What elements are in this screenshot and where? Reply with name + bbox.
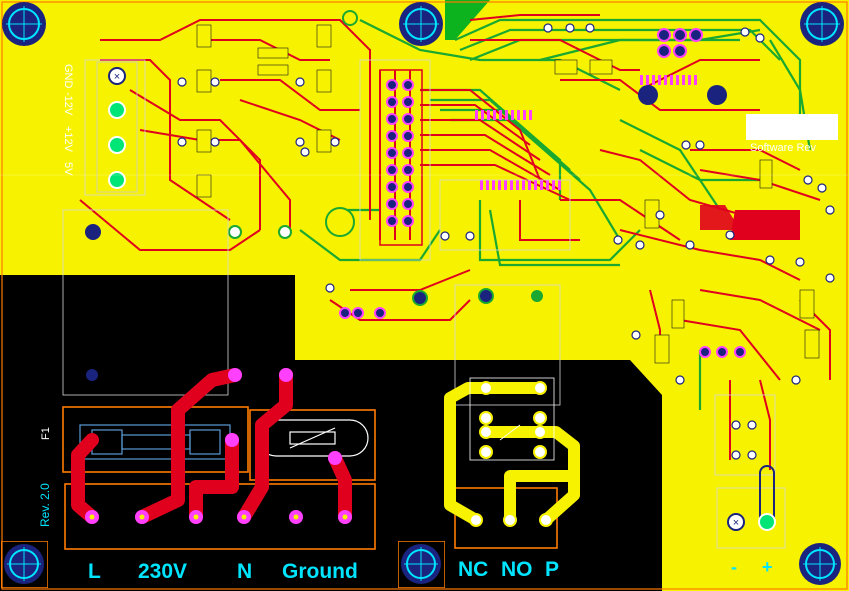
svg-text:×: × xyxy=(733,517,739,529)
vias xyxy=(177,23,835,460)
ic-pins xyxy=(475,75,697,190)
mains-pad-holes xyxy=(89,514,348,520)
software-rev-box xyxy=(746,114,838,140)
relay-pads xyxy=(469,381,553,527)
through-hole-pads xyxy=(85,10,746,358)
label-p: P xyxy=(545,558,560,581)
label-ground: Ground xyxy=(282,560,358,583)
relay-outline xyxy=(469,377,555,461)
terminal-block-supply: × xyxy=(96,61,138,193)
mounting-hole-bottom-right xyxy=(797,541,844,588)
mounting-hole-icon xyxy=(399,2,443,46)
label-230v: 230V xyxy=(138,560,188,583)
mounting-hole-icon xyxy=(398,541,445,588)
relay-traces xyxy=(444,382,580,526)
mounting-hole-icon xyxy=(799,543,841,585)
mounting-hole-bottom-mid xyxy=(398,541,445,588)
fuse-ref-label: F1 xyxy=(40,427,52,440)
supply-pin-gnd: GND xyxy=(62,64,74,89)
mounting-hole-bottom-left xyxy=(1,541,48,588)
mounting-hole-icon xyxy=(800,2,844,46)
label-dc-plus: + xyxy=(762,557,773,577)
supply-pin-labels: GND -12V +12V 5V xyxy=(62,64,82,194)
varistor xyxy=(257,419,369,457)
mounting-hole-top-mid xyxy=(398,1,445,48)
mains-traces xyxy=(71,368,352,524)
pin-header xyxy=(379,69,423,246)
mounting-hole-icon xyxy=(2,2,46,46)
dc-terminal: × xyxy=(727,465,776,531)
supply-pin-plus-12v: +12V xyxy=(62,126,74,152)
label-live: L xyxy=(88,560,101,583)
supply-pin-minus-12v: -12V xyxy=(62,92,74,116)
copper-pour-lower xyxy=(295,275,630,360)
mains-pads xyxy=(85,368,352,524)
label-no: NO xyxy=(501,558,533,581)
svg-text:×: × xyxy=(114,71,120,83)
mounting-hole-icon xyxy=(1,541,48,588)
supply-pin-5v: 5V xyxy=(62,162,74,176)
software-rev-label: Software Rev xyxy=(750,142,817,154)
label-neutral: N xyxy=(237,560,253,583)
silk-outlines xyxy=(62,59,786,549)
label-dc-minus: - xyxy=(731,557,737,577)
mounting-hole-top-left xyxy=(1,1,48,48)
mounting-hole-top-right xyxy=(799,1,846,48)
label-nc: NC xyxy=(458,558,489,581)
fuse-holder xyxy=(79,424,231,460)
board-rev-label: Rev. 2.0 xyxy=(38,483,52,527)
